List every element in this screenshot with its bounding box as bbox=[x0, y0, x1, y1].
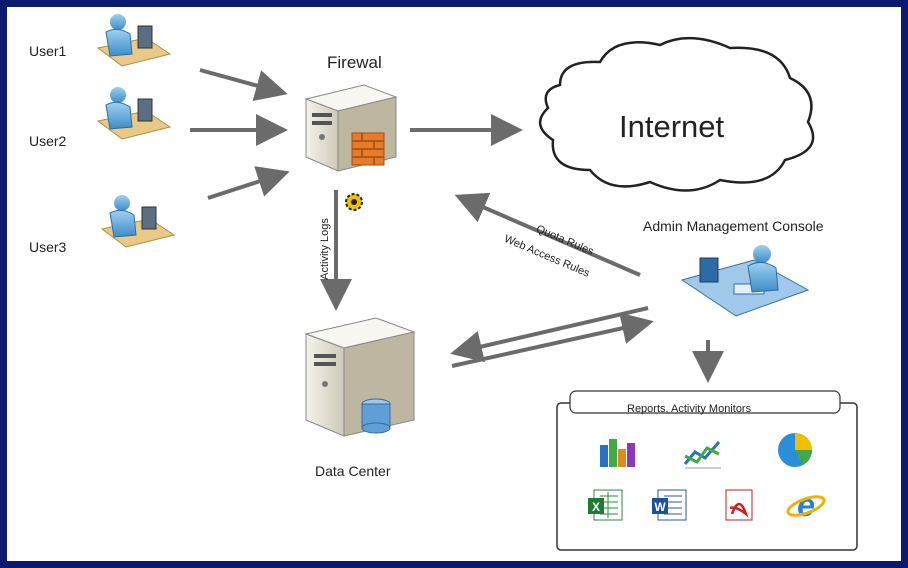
excel-icon: X bbox=[588, 489, 623, 521]
arrows bbox=[190, 68, 724, 383]
internet-label: Internet bbox=[619, 109, 725, 144]
user1-label: User1 bbox=[29, 43, 67, 59]
internet-cloud bbox=[539, 36, 815, 192]
activity-logs-label: Activity Logs bbox=[318, 218, 331, 280]
gear-icon bbox=[345, 193, 363, 211]
pdf-icon bbox=[725, 489, 753, 521]
diagram-canvas: X W e bbox=[96, 14, 858, 551]
arrow-admin-firewall bbox=[454, 192, 641, 277]
arrow-user1-firewall bbox=[199, 68, 288, 102]
user3-label: User3 bbox=[29, 239, 67, 255]
svg-text:W: W bbox=[654, 500, 666, 514]
admin-label: Admin Management Console bbox=[643, 218, 824, 234]
arrow-admin-datacenter bbox=[450, 306, 649, 363]
firewall-label: Firewal bbox=[327, 53, 382, 72]
ie-browser-icon: e bbox=[786, 487, 826, 523]
arrow-datacenter-admin bbox=[451, 312, 654, 368]
pie-chart-icon bbox=[778, 433, 812, 467]
svg-text:e: e bbox=[797, 487, 815, 523]
user2-label: User2 bbox=[29, 133, 67, 149]
user1-workstation bbox=[96, 14, 172, 67]
user3-workstation bbox=[100, 195, 176, 248]
word-icon: W bbox=[652, 489, 687, 521]
admin-console bbox=[680, 245, 810, 317]
svg-text:X: X bbox=[592, 500, 600, 514]
datacenter-label: Data Center bbox=[315, 463, 391, 479]
arrow-user3-firewall bbox=[207, 166, 290, 200]
user2-workstation bbox=[96, 87, 172, 140]
bar-chart-icon bbox=[600, 439, 635, 467]
firewall-server bbox=[304, 84, 398, 172]
reports-label: Reports, Activity Monitors bbox=[627, 403, 752, 415]
line-chart-icon bbox=[683, 441, 721, 469]
datacenter-server bbox=[304, 317, 416, 437]
